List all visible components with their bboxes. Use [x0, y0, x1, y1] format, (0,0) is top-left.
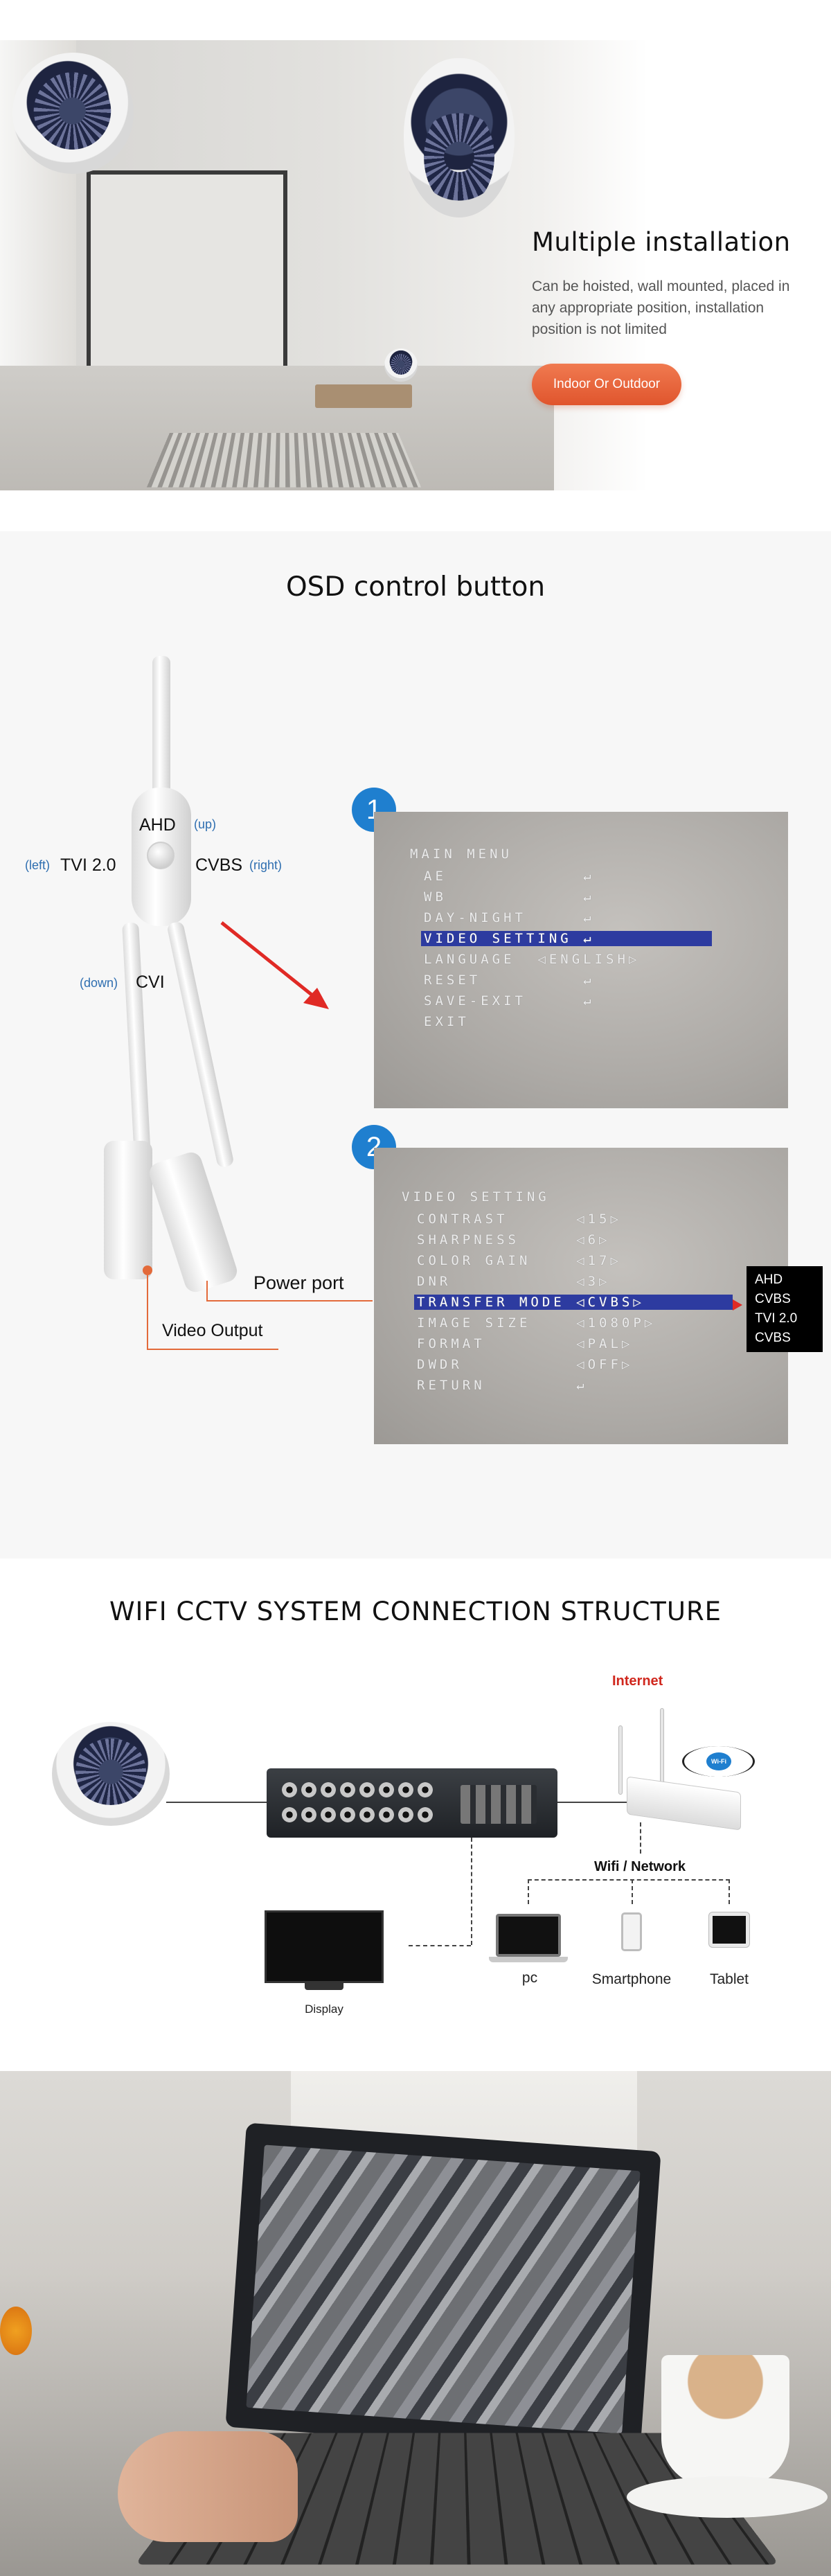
cvbs-label: CVBS	[195, 855, 243, 875]
laptop-screen	[225, 2122, 661, 2456]
network-connector	[528, 1879, 529, 1904]
connection-line	[557, 1802, 627, 1803]
osd-menu-line-selected: VIDEO SETTING ↵	[421, 931, 712, 946]
osd-menu-line: SAVE-EXIT ↵	[424, 993, 595, 1009]
osd-menu-line: CONTRAST ◁15▷	[417, 1211, 622, 1227]
router-antenna	[660, 1708, 664, 1784]
orange-flower	[0, 2307, 32, 2355]
power-port-pointer	[206, 1300, 373, 1302]
osd-menu-line: AE ↵	[424, 869, 595, 884]
display-label: Display	[305, 2002, 343, 2016]
video-output-dot	[143, 1265, 152, 1275]
cable-left-branch	[122, 922, 151, 1159]
power-port-pointer	[206, 1281, 208, 1300]
bnc-connector	[104, 1141, 152, 1279]
up-direction-label: (up)	[194, 817, 217, 831]
ahd-label: AHD	[139, 815, 176, 835]
hands	[118, 2431, 298, 2542]
osd-menu-line: RESET ↵	[424, 972, 595, 988]
osd-menu-line: MAIN MENU	[410, 846, 512, 862]
router-antenna	[618, 1725, 623, 1795]
laptop-icon	[496, 1914, 561, 1957]
section-title: WIFI CCTV SYSTEM CONNECTION STRUCTURE	[109, 1597, 722, 1626]
cable-top	[152, 656, 170, 794]
smartphone-label: Smartphone	[591, 1971, 672, 1987]
network-label: Wifi / Network	[594, 1859, 686, 1874]
power-port-label: Power port	[253, 1272, 344, 1293]
transfer-mode-options: AHD CVBS TVI 2.0 CVBS	[747, 1266, 823, 1352]
dvr-io-ports	[461, 1785, 537, 1824]
indoor-outdoor-badge: Indoor Or Outdoor	[532, 364, 681, 405]
coffee-saucer	[627, 2476, 828, 2518]
network-connector	[528, 1879, 730, 1881]
dvr-recorder	[267, 1768, 557, 1838]
video-output-label: Video Output	[162, 1321, 263, 1340]
network-connector	[729, 1879, 730, 1904]
section-description: Can be hoisted, wall mounted, placed in …	[532, 278, 790, 337]
osd-menu-line: EXIT	[424, 1014, 470, 1029]
laptop-monitoring-section	[0, 2071, 831, 2576]
osd-menu-screen: MAIN MENU AE ↵ WB ↵ DAY-NIGHT ↵ VIDEO SE…	[374, 812, 788, 1108]
osd-menu-line: DWDR ◁OFF▷	[417, 1357, 634, 1372]
power-connector	[146, 1149, 240, 1295]
laptop-base	[489, 1957, 568, 1962]
osd-menu-line: WB ↵	[424, 889, 595, 905]
osd-menu-line: IMAGE SIZE ◁1080P▷	[417, 1315, 656, 1331]
osd-section: OSD control button AHD (up) (left) TVI 2…	[0, 531, 831, 1558]
osd-menu-line-selected: TRANSFER MODE ◁CVBS▷	[414, 1295, 733, 1310]
network-connector	[632, 1879, 633, 1904]
osd-menu-line: COLOR GAIN ◁17▷	[417, 1253, 622, 1268]
section-title: OSD control button	[285, 571, 546, 603]
osd-menu-line: DNR ◁3▷	[417, 1274, 611, 1289]
mode-option: AHD	[755, 1272, 783, 1287]
display-connector	[471, 1838, 472, 1945]
wifi-badge: Wi-Fi	[706, 1752, 731, 1770]
monitor-stand	[305, 1983, 343, 1990]
red-marker-arrow-icon	[733, 1299, 742, 1311]
mode-option: CVBS	[755, 1331, 791, 1345]
network-connector	[640, 1822, 641, 1854]
osd-menu-line: SHARPNESS ◁6▷	[417, 1232, 611, 1247]
osd-menu-line: RETURN ↵	[417, 1378, 588, 1393]
dome-camera-image	[384, 348, 418, 382]
coffee-table	[315, 384, 412, 408]
osd-menu-line: LANGUAGE ◁ENGLISH▷	[424, 952, 641, 967]
osd-menu-line: FORMAT ◁PAL▷	[417, 1336, 634, 1351]
monitor-icon	[265, 1910, 384, 1983]
down-direction-label: (down)	[80, 976, 118, 990]
mode-option: TVI 2.0	[755, 1311, 798, 1326]
joystick-button[interactable]	[147, 842, 175, 869]
connection-line	[166, 1802, 270, 1803]
right-direction-label: (right)	[249, 858, 283, 872]
pc-label: pc	[521, 1970, 538, 1986]
left-direction-label: (left)	[25, 858, 50, 872]
coffee-cup	[661, 2355, 789, 2487]
display-connector	[409, 1945, 471, 1946]
dome-camera-image	[404, 58, 515, 217]
smartphone-icon	[621, 1912, 642, 1951]
surveillance-video-feed	[246, 2144, 641, 2434]
cvi-label: CVI	[136, 972, 165, 992]
wifi-structure-section: WIFI CCTV SYSTEM CONNECTION STRUCTURE In…	[0, 1587, 831, 2072]
video-output-pointer	[147, 1349, 278, 1350]
mode-option: CVBS	[755, 1292, 791, 1306]
video-output-pointer	[147, 1275, 148, 1350]
osd-menu-line: DAY-NIGHT ↵	[424, 910, 595, 925]
osd-video-settings-screen: VIDEO SETTING CONTRAST ◁15▷ SHARPNESS ◁6…	[374, 1148, 788, 1444]
tvi-label: TVI 2.0	[60, 855, 116, 875]
installation-section: Multiple installation Can be hoisted, wa…	[0, 40, 831, 490]
arrow-icon	[220, 921, 329, 1009]
wifi-signal-icon	[682, 1746, 755, 1777]
dome-camera-image	[52, 1722, 170, 1826]
bnc-ports	[282, 1782, 441, 1827]
tablet-icon	[709, 1912, 749, 1947]
section-title: Multiple installation	[532, 227, 791, 257]
room-rug	[147, 432, 421, 488]
osd-menu-line: VIDEO SETTING	[402, 1189, 550, 1205]
internet-label: Internet	[612, 1673, 663, 1689]
tablet-label: Tablet	[709, 1971, 749, 1987]
wifi-router	[627, 1776, 741, 1831]
